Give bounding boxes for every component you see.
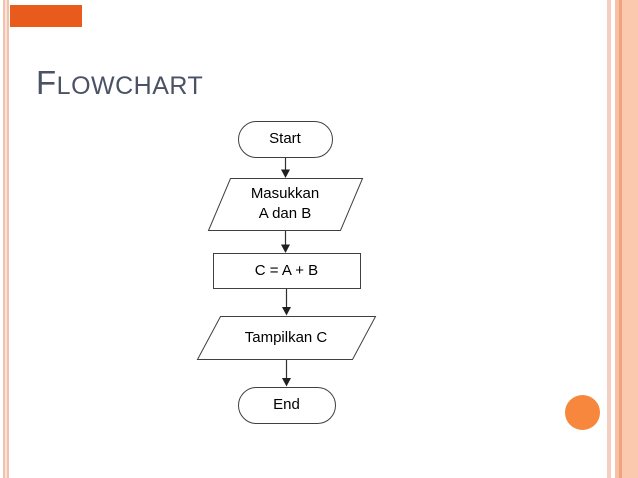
slide-title-initial: F [36,64,57,101]
slide-title: FLOWCHART [36,66,203,99]
parallelogram-input-label: Masukkan A dan B [208,178,362,230]
parallelogram-output-label: Tampilkan C [244,328,328,346]
arrowhead-2 [281,244,290,253]
input-label-line2: A dan B [258,205,312,222]
parallelogram-input-shape [207,178,364,231]
input-label-line1: Masukkan [250,185,320,202]
slide-title-rest: LOWCHART [56,72,204,100]
top-accent-bar [10,5,82,27]
right-edge-stripes [607,0,638,478]
process-rect-label: C = A + B [254,261,319,279]
process-rect-shape [213,253,361,289]
terminator-end-label: End [273,396,300,413]
terminator-end-shape [238,387,336,424]
arrowhead-1 [281,169,290,178]
terminator-start-label: Start [269,130,301,147]
slide-number-circle [565,395,600,430]
left-edge-stripe [3,0,9,478]
arrowhead-3 [282,307,291,316]
parallelogram-output-shape [196,316,377,360]
arrowhead-4 [282,378,291,387]
